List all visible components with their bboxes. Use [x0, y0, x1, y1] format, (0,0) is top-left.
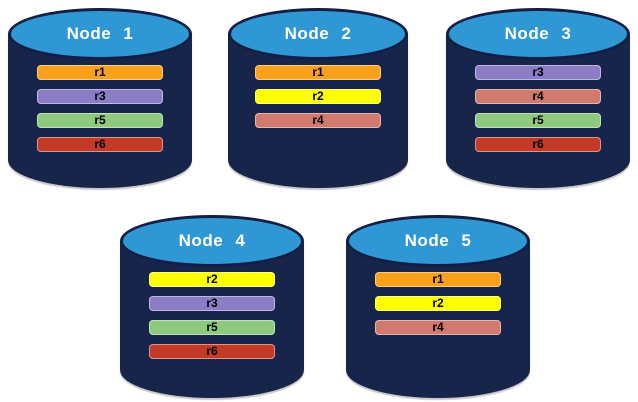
- replica-label: r2: [432, 296, 444, 310]
- replica-label: r3: [94, 89, 106, 103]
- database-node-4: Node 4 r2 r3 r5 r6: [120, 215, 304, 398]
- node-label: Node 3: [504, 24, 572, 43]
- replica-bar-r5: r5: [149, 320, 275, 335]
- replica-label: r1: [94, 65, 106, 79]
- replica-bar-r6: r6: [149, 344, 275, 359]
- replica-bar-r2: r2: [375, 296, 501, 311]
- replica-bar-r3: r3: [475, 65, 601, 80]
- database-node-3: Node 3 r3 r4 r5 r6: [446, 8, 630, 188]
- replica-label: r4: [432, 320, 444, 334]
- replica-label: r3: [206, 296, 218, 310]
- node-label: Node 5: [404, 231, 472, 250]
- replica-list: r1 r2 r4: [228, 65, 408, 128]
- replica-label: r5: [94, 113, 106, 127]
- database-node-1: Node 1 r1 r3 r5 r6: [8, 8, 192, 188]
- replica-bar-r5: r5: [475, 113, 601, 128]
- replica-label: r5: [532, 113, 544, 127]
- replica-list: r2 r3 r5 r6: [120, 272, 304, 359]
- cylinder-top: Node 3: [446, 8, 630, 60]
- replica-list: r1 r3 r5 r6: [8, 65, 192, 152]
- replica-bar-r3: r3: [149, 296, 275, 311]
- cylinder-body: [120, 241, 304, 398]
- cylinder-top: Node 2: [228, 8, 408, 60]
- replica-bar-r4: r4: [375, 320, 501, 335]
- replica-label: r2: [312, 89, 324, 103]
- replica-bar-r4: r4: [475, 89, 601, 104]
- cylinder-body: [346, 241, 530, 398]
- replica-label: r2: [206, 272, 218, 286]
- replica-bar-r2: r2: [255, 89, 381, 104]
- replica-bar-r1: r1: [375, 272, 501, 287]
- replica-bar-r6: r6: [37, 137, 163, 152]
- replica-bar-r1: r1: [37, 65, 163, 80]
- replica-label: r4: [312, 113, 324, 127]
- cylinder-top: Node 1: [8, 8, 192, 60]
- replica-list: r3 r4 r5 r6: [446, 65, 630, 152]
- replica-label: r4: [532, 89, 544, 103]
- replica-bar-r4: r4: [255, 113, 381, 128]
- database-node-5: Node 5 r1 r2 r4: [346, 215, 530, 398]
- replica-label: r1: [432, 272, 444, 286]
- cylinder-top: Node 4: [120, 215, 304, 267]
- node-label: Node 1: [66, 24, 134, 43]
- replica-label: r3: [532, 65, 544, 79]
- replica-label: r5: [206, 320, 218, 334]
- node-label: Node 4: [178, 231, 246, 250]
- replica-bar-r3: r3: [37, 89, 163, 104]
- replica-label: r6: [532, 137, 544, 151]
- replica-bar-r2: r2: [149, 272, 275, 287]
- replica-label: r6: [94, 137, 106, 151]
- replica-label: r1: [312, 65, 324, 79]
- replica-label: r6: [206, 344, 218, 358]
- replica-bar-r6: r6: [475, 137, 601, 152]
- replica-bar-r5: r5: [37, 113, 163, 128]
- replica-list: r1 r2 r4: [346, 272, 530, 335]
- node-label: Node 2: [284, 24, 352, 43]
- database-node-2: Node 2 r1 r2 r4: [228, 8, 408, 188]
- cylinder-top: Node 5: [346, 215, 530, 267]
- replica-bar-r1: r1: [255, 65, 381, 80]
